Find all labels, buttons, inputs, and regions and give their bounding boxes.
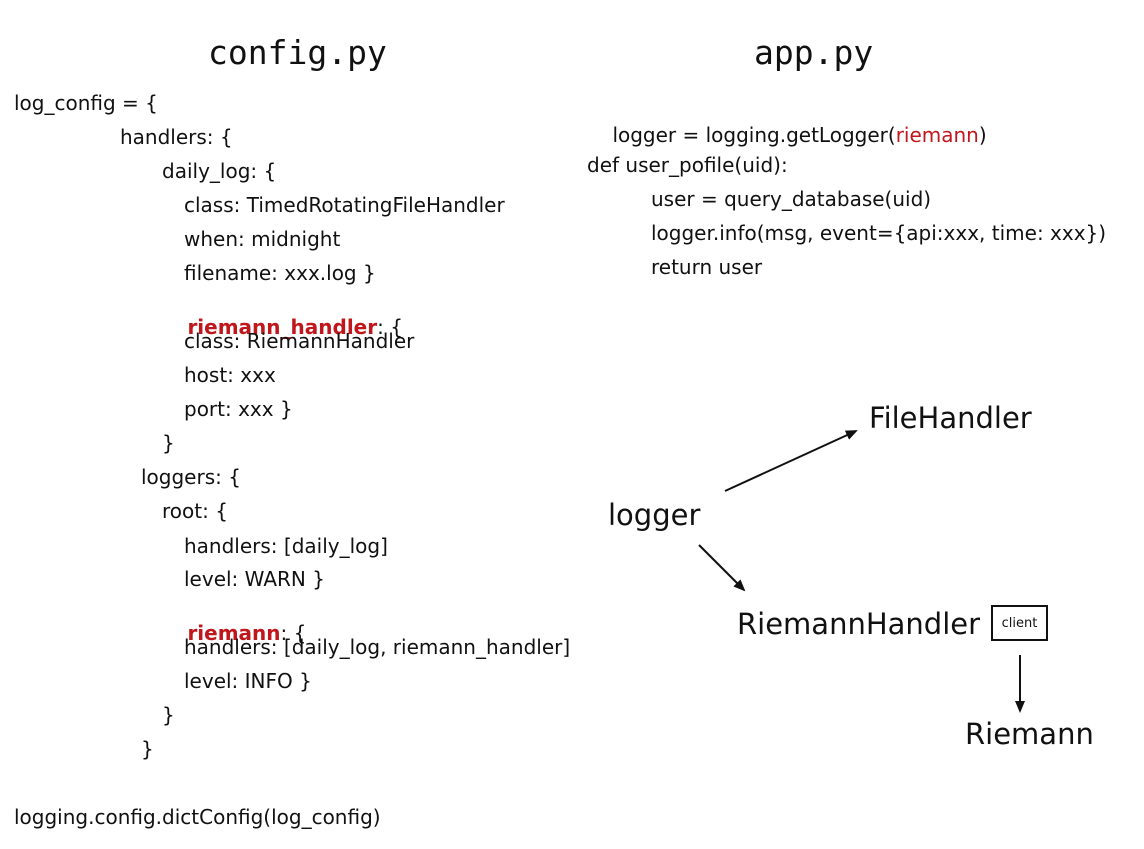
logger-node: logger — [608, 498, 701, 532]
config-line: root: { — [162, 499, 228, 523]
riemann-handler-key: riemann_handler — [187, 315, 378, 339]
riemann-logger-key: riemann — [187, 621, 281, 645]
app-line: user = query_database(uid) — [651, 187, 932, 211]
config-file-title: config.py — [208, 33, 387, 72]
app-file-title: app.py — [754, 33, 874, 72]
config-line: port: xxx } — [184, 397, 293, 421]
config-line: class: RiemannHandler — [184, 329, 415, 353]
config-line: loggers: { — [141, 465, 241, 489]
config-line: } — [141, 737, 154, 761]
app-line: logger = logging.getLogger(riemann) — [587, 105, 987, 165]
config-line-rest: : { — [377, 315, 403, 339]
config-line: handlers: { — [120, 125, 233, 149]
config-line: riemann: { — [162, 603, 306, 663]
app-line-pre: logger = logging.getLogger( — [612, 123, 896, 147]
config-line: level: INFO } — [184, 669, 312, 693]
config-line: } — [162, 703, 175, 727]
config-line: level: WARN } — [184, 567, 325, 591]
config-line: handlers: [daily_log] — [184, 534, 388, 558]
config-line: } — [162, 431, 175, 455]
riemann-handler-node: RiemannHandler — [737, 607, 981, 641]
config-line: log_config = { — [14, 91, 158, 115]
config-line: host: xxx — [184, 363, 276, 387]
arrow-logger-to-filehandler — [724, 430, 858, 492]
riemann-node: Riemann — [965, 717, 1094, 751]
config-line: filename: xxx.log } — [184, 261, 376, 285]
app-line: logger.info(msg, event={api:xxx, time: x… — [651, 221, 1107, 245]
logger-name-arg: riemann — [895, 123, 979, 147]
client-box: client — [991, 605, 1048, 641]
file-handler-node: FileHandler — [869, 401, 1032, 435]
config-line: when: midnight — [184, 227, 341, 251]
app-line: return user — [651, 255, 763, 279]
config-line-rest: : { — [280, 621, 307, 645]
dictconfig-call: logging.config.dictConfig(log_config) — [14, 805, 381, 829]
arrow-logger-to-riemannhandler — [698, 544, 746, 592]
config-line: handlers: [daily_log, riemann_handler] — [184, 635, 571, 659]
app-line: def user_pofile(uid): — [587, 153, 788, 177]
config-line: daily_log: { — [162, 159, 277, 183]
config-line: class: TimedRotatingFileHandler — [184, 193, 505, 217]
config-line: riemann_handler: { — [162, 297, 403, 357]
app-line-post: ) — [978, 123, 987, 147]
